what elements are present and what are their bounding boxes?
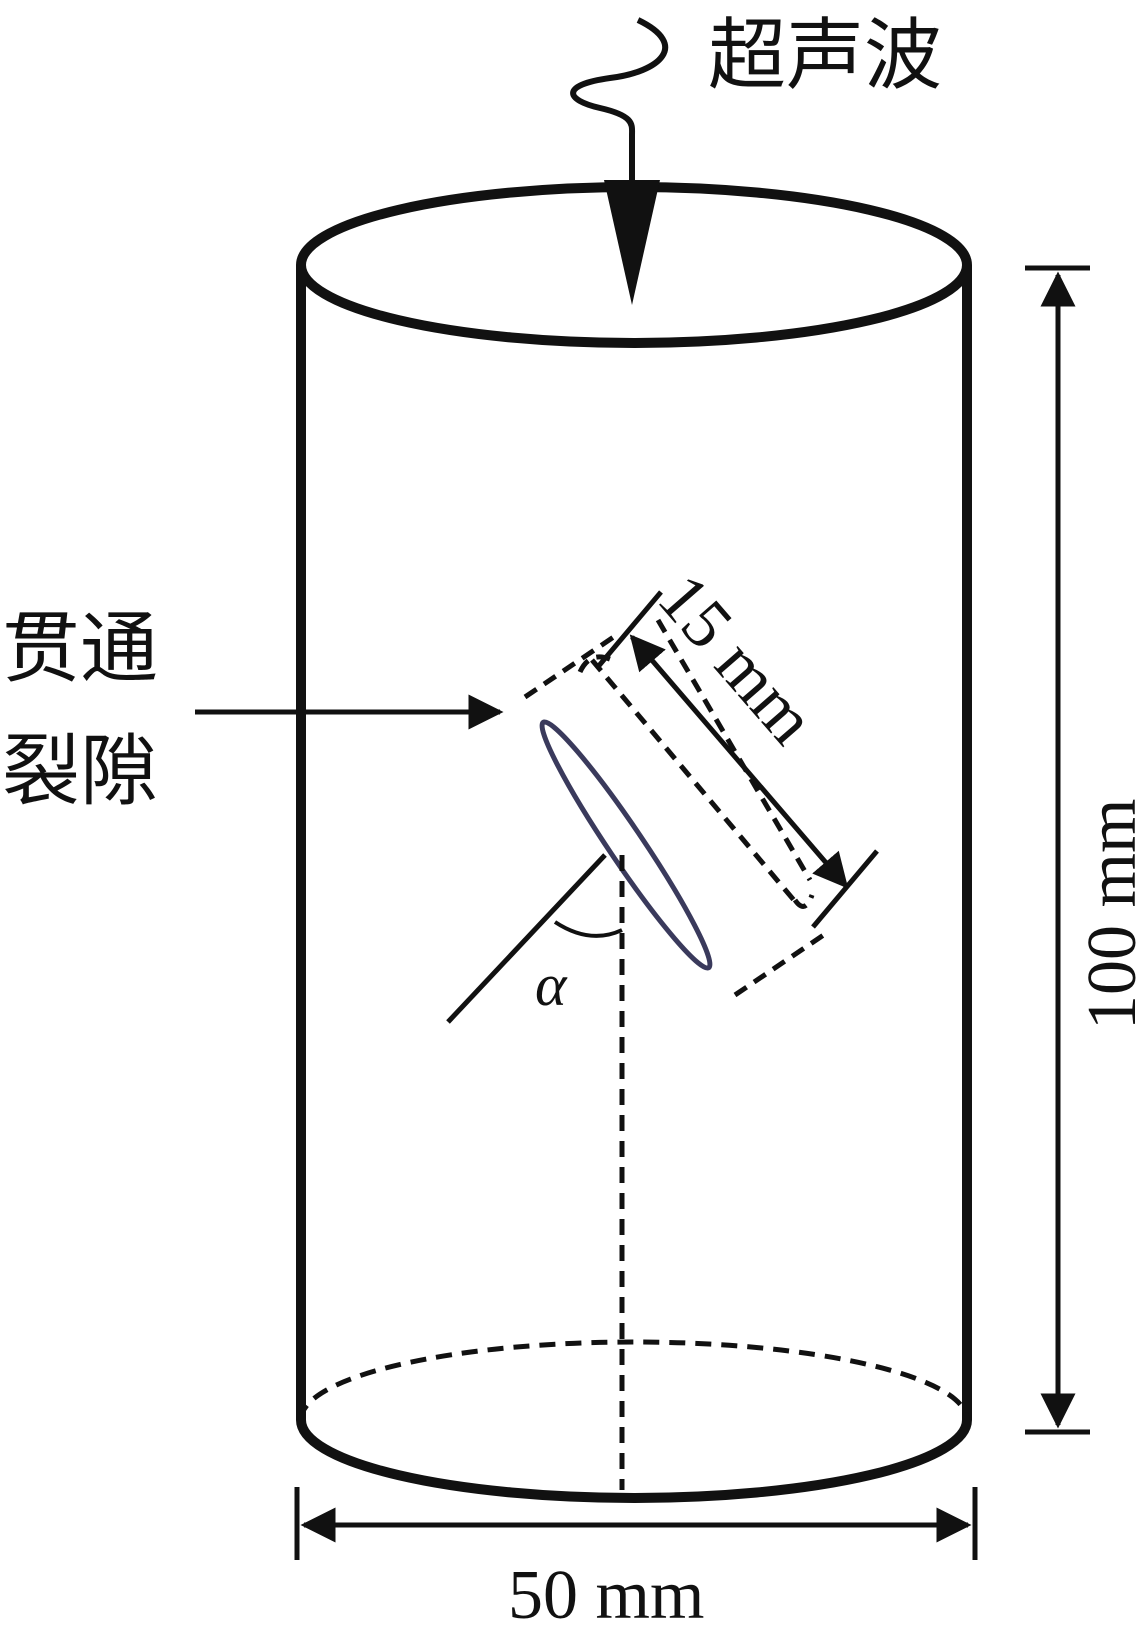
wave-arrow-head [604, 180, 660, 305]
cylinder-bottom-hidden-arc [298, 1339, 970, 1421]
ultrasonic-label: 超声波 [708, 11, 942, 101]
crack-label-line2: 裂隙 [2, 727, 158, 817]
crack-label-line1: 贯通 [2, 604, 158, 694]
diameter-dimension [294, 1487, 978, 1560]
angle-construction [446, 853, 625, 1490]
crack-length-dimension [595, 590, 879, 929]
angle-arc [553, 920, 623, 938]
height-dimension [1025, 265, 1090, 1435]
crack-length-label: 15 mm [643, 560, 830, 759]
crack-length-tick-end [811, 849, 879, 929]
height-label: 100 mm [1074, 799, 1148, 1030]
angle-label: α [535, 952, 568, 1018]
crack-normal-line [446, 853, 607, 1024]
ultrasonic-wave-indicator [570, 17, 669, 305]
wave-squiggle [570, 17, 669, 180]
cylinder-bottom-front-arc [296, 1419, 972, 1503]
crack-length-tick-start [595, 590, 663, 670]
crack-length-arrow [629, 634, 849, 889]
diameter-label: 50 mm [508, 1557, 704, 1630]
crack-front-face [539, 719, 713, 971]
